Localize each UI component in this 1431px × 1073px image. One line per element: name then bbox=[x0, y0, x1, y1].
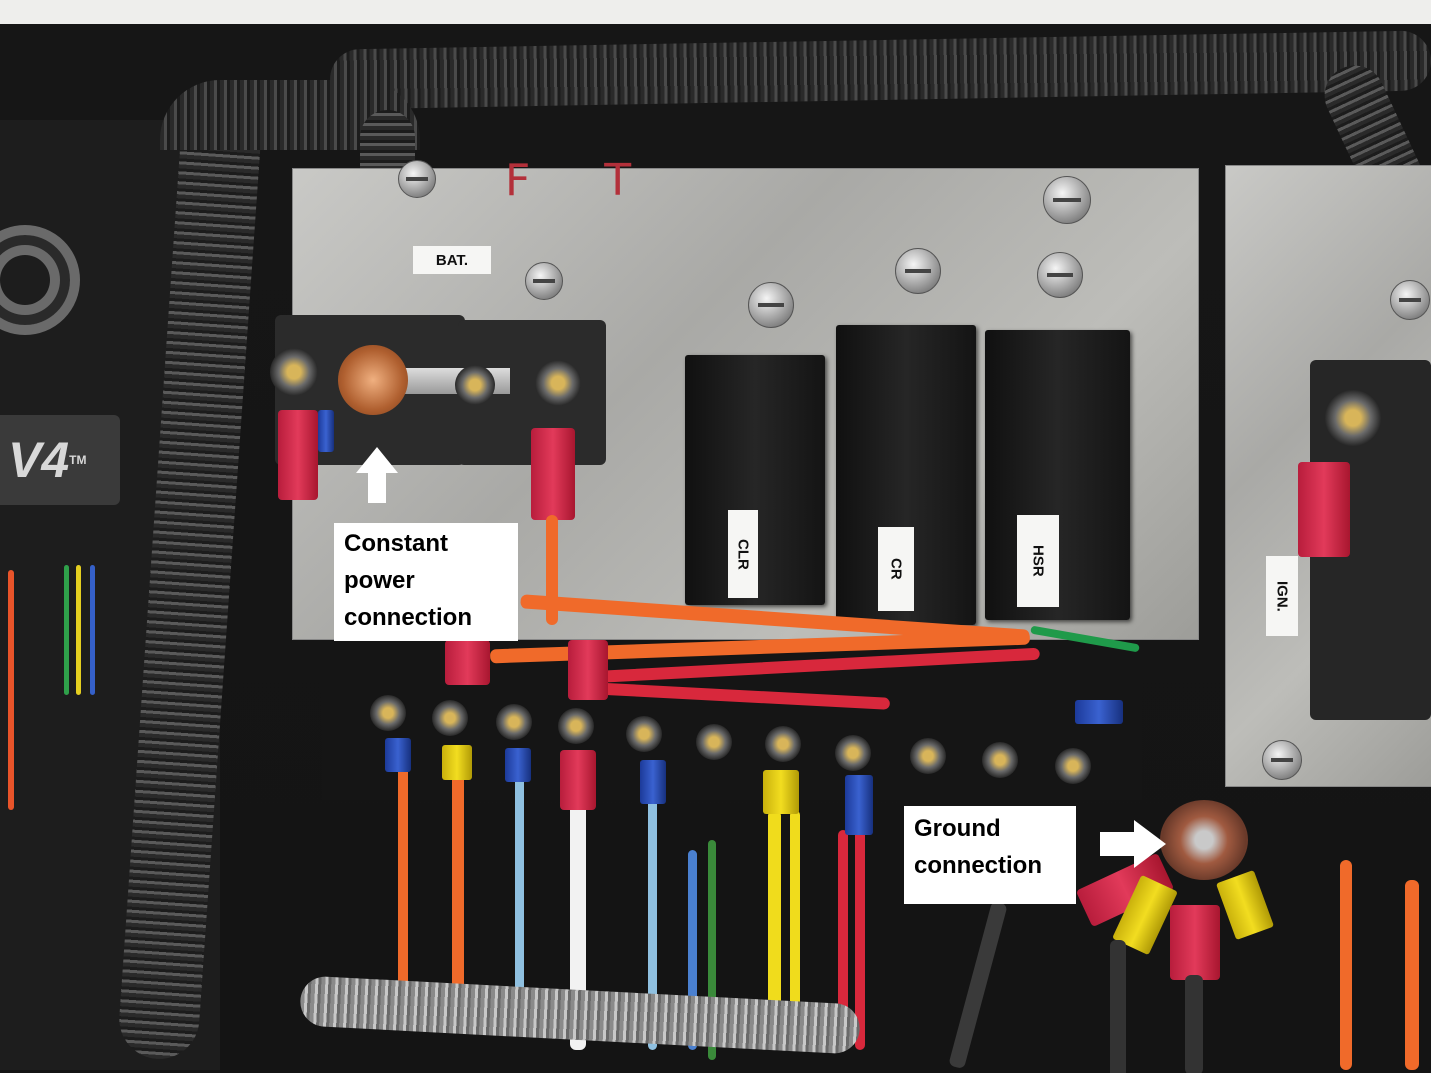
wire-lug-red bbox=[560, 750, 596, 810]
relay-cr-label: CR bbox=[878, 527, 914, 611]
bat-label: BAT. bbox=[413, 246, 491, 274]
ground-stud bbox=[1160, 800, 1248, 880]
ground-callout: Ground connection bbox=[904, 806, 1076, 904]
terminal-stud bbox=[432, 700, 468, 736]
wire-yellow bbox=[768, 810, 781, 1050]
wire-bundle-left-yellow bbox=[76, 565, 81, 695]
terminal-stud bbox=[270, 348, 318, 396]
wire-light-blue bbox=[515, 770, 524, 1030]
wire-lug-yellow bbox=[763, 770, 799, 814]
copper-lug bbox=[338, 345, 408, 415]
wire-black bbox=[1110, 940, 1126, 1073]
wire-lug-blue bbox=[318, 410, 334, 452]
wire-blue bbox=[688, 850, 697, 1050]
wire-bundle-left-green bbox=[64, 565, 69, 695]
callout-line: power bbox=[344, 567, 415, 594]
wire-white bbox=[570, 790, 586, 1050]
wall-background bbox=[0, 0, 1431, 24]
wire-black bbox=[948, 900, 1008, 1070]
terminal-stud bbox=[496, 704, 532, 740]
plate-screw bbox=[1390, 280, 1430, 320]
wire-lug-red bbox=[278, 410, 318, 500]
relay-hsr-label: HSR bbox=[1017, 515, 1059, 607]
ign-label: IGN. bbox=[1266, 556, 1298, 636]
terminal-stud bbox=[1055, 748, 1091, 784]
breaker-screw bbox=[525, 262, 563, 300]
wire-green bbox=[708, 840, 716, 1060]
plate-screw bbox=[1043, 176, 1091, 224]
terminal-stud bbox=[558, 708, 594, 744]
wire-lug-yellow bbox=[442, 745, 472, 780]
ground-lug-yellow bbox=[1215, 869, 1275, 941]
wire-orange bbox=[398, 760, 408, 1010]
terminal-stud bbox=[696, 724, 732, 760]
terminal-stud bbox=[455, 365, 495, 405]
wire-yellow bbox=[790, 810, 800, 1050]
wire-lug-red bbox=[568, 640, 608, 700]
wire-lug-blue bbox=[505, 748, 531, 782]
handwritten-marker-label: F T bbox=[505, 155, 662, 206]
conduit-top bbox=[329, 30, 1431, 110]
wire-bundle-left-blue bbox=[90, 565, 95, 695]
terminal-stud bbox=[535, 360, 581, 406]
terminal-stud bbox=[765, 726, 801, 762]
relay-screw bbox=[1037, 252, 1083, 298]
terminal-stud bbox=[370, 695, 406, 731]
plate-screw bbox=[1262, 740, 1302, 780]
terminal-stud bbox=[626, 716, 662, 752]
wire-lug-blue bbox=[640, 760, 666, 804]
wire-orange bbox=[1405, 880, 1419, 1070]
callout-line: connection bbox=[344, 604, 473, 631]
wire-lug-blue bbox=[385, 738, 411, 772]
constant-power-callout: Constant power connection bbox=[334, 523, 518, 641]
relay-screw bbox=[748, 282, 794, 328]
plate-screw bbox=[398, 160, 436, 198]
wire-bundle-left-orange bbox=[8, 570, 14, 810]
wire-light-blue bbox=[648, 790, 657, 1050]
wire-lug-blue bbox=[845, 775, 873, 835]
wire-black bbox=[1185, 975, 1203, 1073]
arrow-up-icon bbox=[356, 447, 398, 503]
module-logo-icon bbox=[0, 225, 80, 335]
wire-orange bbox=[1340, 860, 1352, 1070]
wire-red bbox=[838, 830, 848, 1050]
terminal-stud bbox=[910, 738, 946, 774]
relay-screw bbox=[895, 248, 941, 294]
arrow-right-icon bbox=[1100, 820, 1166, 868]
module-badge-tm: TM bbox=[69, 453, 87, 467]
wire-lug-blue bbox=[1075, 700, 1123, 724]
wire-orange bbox=[452, 770, 464, 1030]
wire-lug-red bbox=[531, 428, 575, 520]
callout-line: Constant bbox=[344, 530, 448, 557]
callout-line: connection bbox=[914, 852, 1043, 879]
module-badge-text: V4 bbox=[8, 432, 70, 488]
wire-lug-red bbox=[1298, 462, 1350, 557]
terminal-stud bbox=[982, 742, 1018, 778]
terminal-stud bbox=[1325, 390, 1381, 446]
wire-red bbox=[855, 830, 865, 1050]
wire-orange-breaker bbox=[546, 515, 558, 625]
ground-lug-red bbox=[1170, 905, 1220, 980]
wire-lug-red bbox=[445, 640, 490, 685]
relay-clr-label: CLR bbox=[728, 510, 758, 598]
terminal-stud bbox=[835, 735, 871, 771]
callout-line: Ground bbox=[914, 815, 1001, 842]
